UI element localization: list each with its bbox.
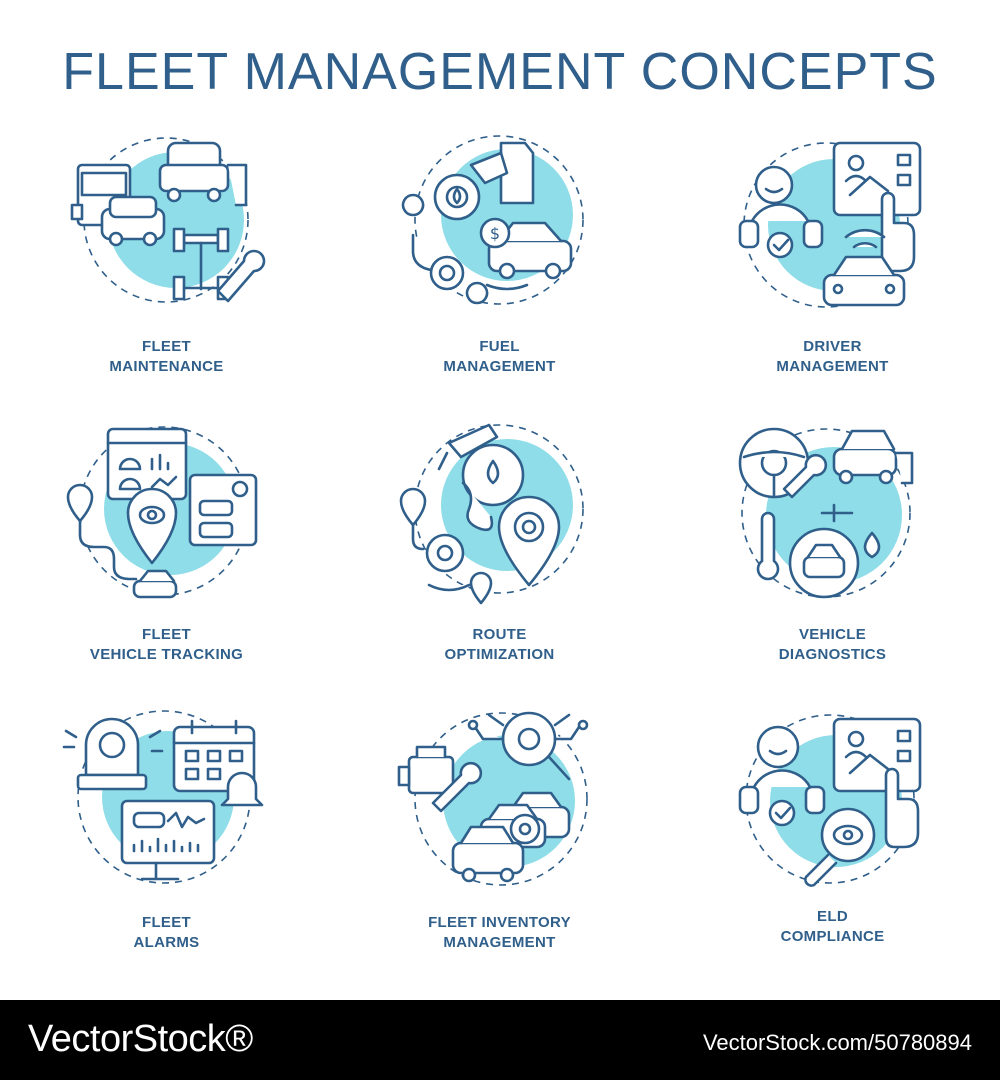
svg-text:$: $ [490,224,500,243]
fleet-alarms-icon [62,710,264,884]
fleet-inventory-icon [397,711,589,886]
fuel-management-icon: $ [401,135,584,305]
image-id: VectorStock.com/50780894 [702,1030,972,1055]
page-title: FLEET MANAGEMENT CONCEPTS [62,43,938,101]
vehicle-diagnostics-icon [738,427,914,599]
eld-compliance-icon [738,714,922,887]
vehicle-tracking-icon [66,426,258,599]
brand-logo: VectorStock® [28,1018,253,1060]
driver-management-icon [738,141,922,308]
footer-bar: VectorStock® VectorStock.com/50780894 [0,1000,1000,1080]
fleet-maintenance-icon [70,137,266,303]
route-optimization-icon [399,423,584,605]
